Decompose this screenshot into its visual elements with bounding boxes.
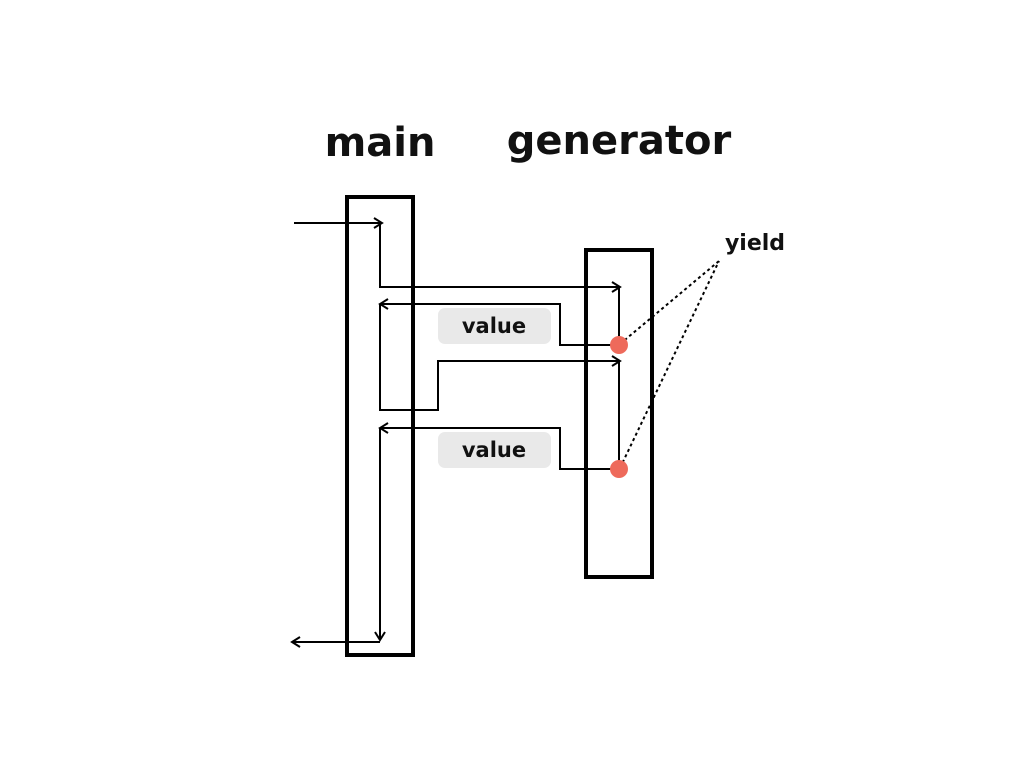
value-pill-1 <box>438 308 551 344</box>
value-label-1: value <box>462 314 526 338</box>
yield-point-1 <box>610 336 628 354</box>
main-continue-arrow <box>374 428 386 642</box>
entry-arrow <box>294 217 384 229</box>
main-box <box>345 195 415 657</box>
value-pill-2 <box>438 432 551 468</box>
exit-arrow <box>290 636 380 648</box>
resume-generator-arrow <box>379 304 622 411</box>
yield-connector-2 <box>619 260 720 469</box>
main-title: main <box>325 120 436 166</box>
generator-title: generator <box>507 118 732 164</box>
yield-point-2 <box>610 460 628 478</box>
yield-label: yield <box>725 231 785 256</box>
yield-connector-1 <box>619 260 720 345</box>
generator-box <box>584 248 654 579</box>
value-label-2: value <box>462 438 526 462</box>
